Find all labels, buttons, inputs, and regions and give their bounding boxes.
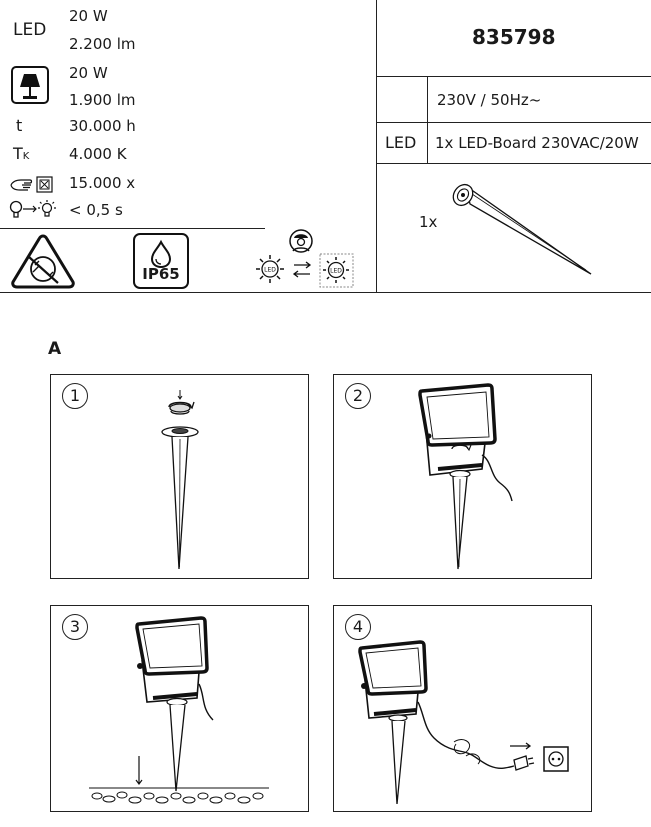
voltage-value: 230V / 50Hz~ <box>437 91 542 109</box>
ground-insert-illustration <box>89 616 269 804</box>
spotlight-mount-illustration <box>418 383 513 570</box>
lamp-lumen: 1.900 lm <box>69 91 136 109</box>
step-number: 2 <box>345 383 371 409</box>
led-replace-icon: LED LED <box>256 253 354 288</box>
svg-text:LED: LED <box>330 268 342 275</box>
temp-symbol: TK <box>13 144 30 163</box>
technician-icon <box>289 229 313 253</box>
ip-rating-label: IP65 <box>142 265 180 283</box>
lamp-power: 20 W <box>69 64 108 82</box>
step-number: 3 <box>62 614 88 640</box>
no-dimming-triangle-icon <box>11 234 75 289</box>
step-3-panel: 3 <box>50 605 309 812</box>
wall-socket-icon <box>543 746 569 772</box>
startup-value: < 0,5 s <box>69 201 123 219</box>
led-power: 20 W <box>69 7 108 25</box>
hand-switch-icon <box>10 176 53 193</box>
step-1-panel: 1 <box>50 374 309 579</box>
section-label: A <box>48 339 62 359</box>
led-board-label: LED <box>385 133 417 152</box>
life-symbol: t <box>16 116 23 135</box>
step-number: 1 <box>62 383 88 409</box>
ground-spike-illustration <box>452 183 592 275</box>
plug-in-illustration <box>358 640 535 805</box>
ip65-drop-icon <box>133 233 189 289</box>
article-number: 835798 <box>472 25 556 49</box>
svg-text:LED: LED <box>264 267 276 274</box>
contents-quantity: 1x <box>419 213 438 231</box>
spike-screw-illustration <box>161 390 199 570</box>
temp-value: 4.000 K <box>69 145 127 163</box>
led-board-value: 1x LED-Board 230VAC/20W <box>435 134 639 152</box>
led-lumen: 2.200 lm <box>69 35 136 53</box>
step-2-panel: 2 <box>333 374 592 579</box>
step-number: 4 <box>345 614 371 640</box>
bulb-startup-icon <box>9 200 56 218</box>
step-4-panel: 4 <box>333 605 592 812</box>
cycles-value: 15.000 x <box>69 174 136 192</box>
life-value: 30.000 h <box>69 117 136 135</box>
lamp-icon <box>11 66 49 104</box>
led-label: LED <box>13 20 47 40</box>
